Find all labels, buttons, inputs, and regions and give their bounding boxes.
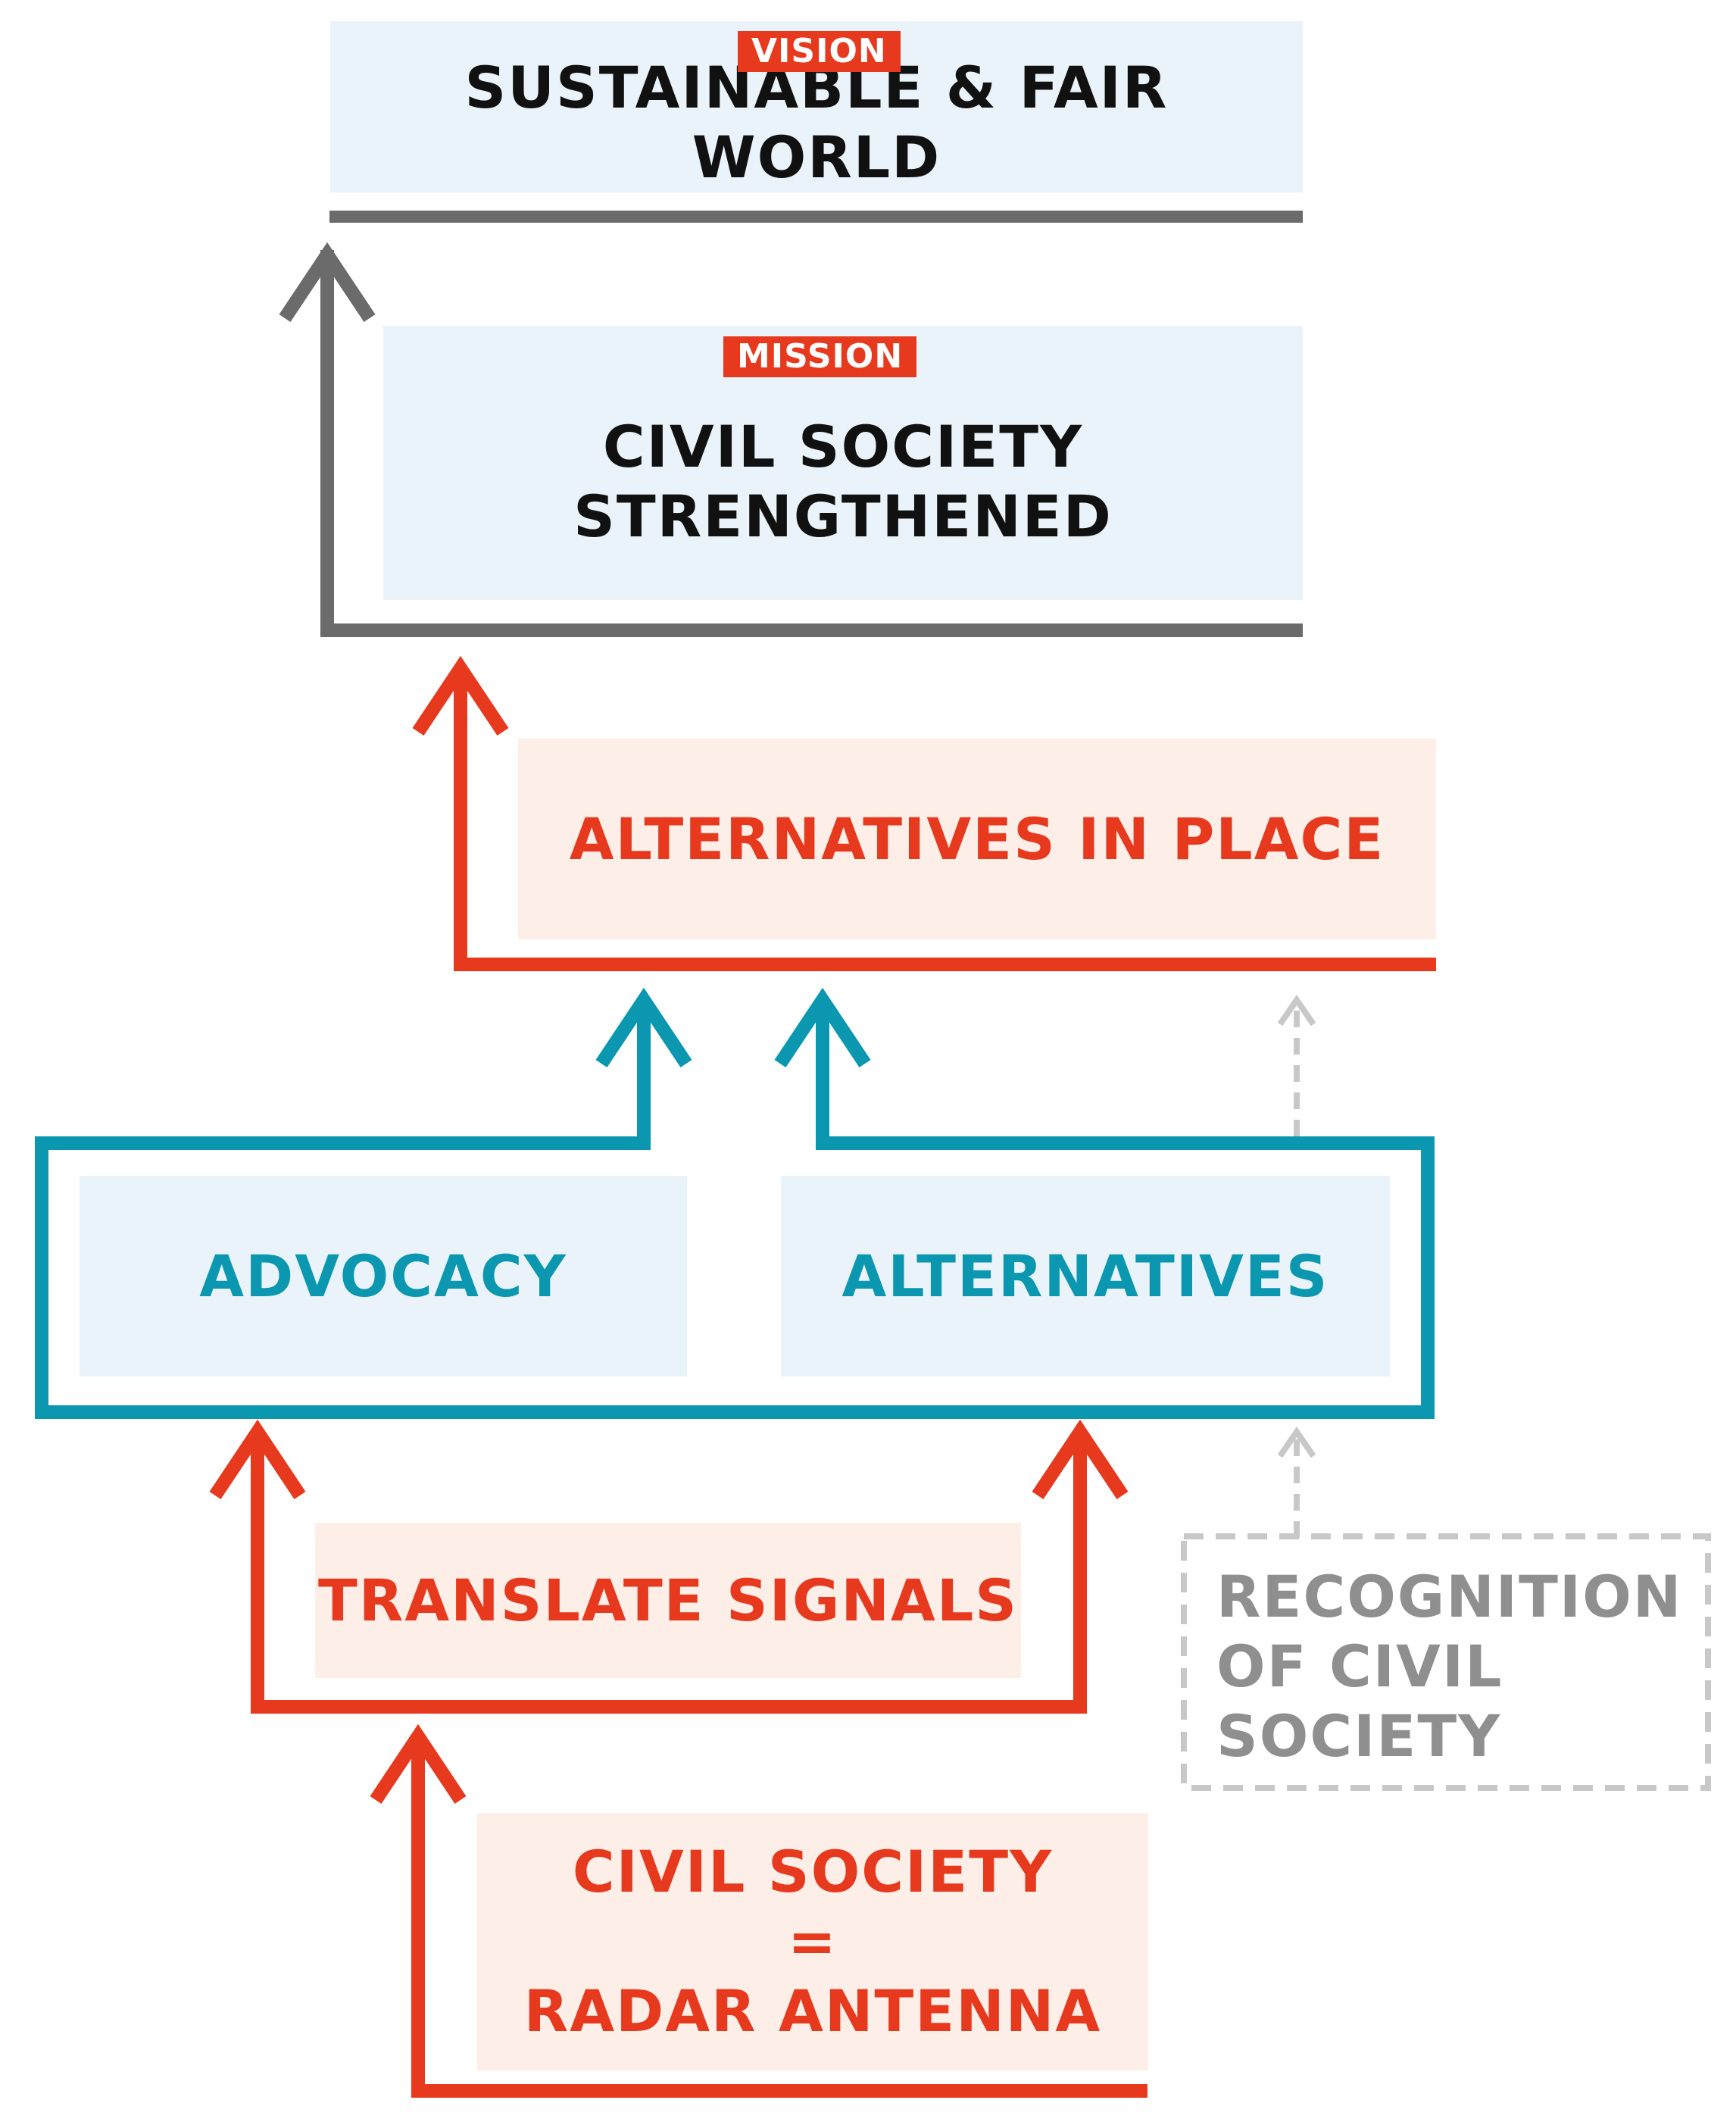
- foundation-line3: RADAR ANTENNA: [523, 1977, 1102, 2045]
- advocacy-label: ADVOCACY: [199, 1242, 567, 1310]
- mission-title-line1: CIVIL SOCIETY: [602, 413, 1084, 480]
- foundation-line1: CIVIL SOCIETY: [572, 1838, 1054, 1905]
- arrow-foundation-to-translate: [411, 1735, 1147, 2098]
- mission-title-line2: STRENGTHENED: [573, 483, 1113, 550]
- recognition-text: RECOGNITION OF CIVIL SOCIETY: [1216, 1562, 1701, 1771]
- arrow-translate-to-strategies: [251, 1430, 1087, 1714]
- recognition-line3: SOCIETY: [1216, 1702, 1502, 1770]
- alternatives-box: ALTERNATIVES: [781, 1176, 1390, 1377]
- recognition-line2: OF CIVIL: [1216, 1633, 1503, 1700]
- mission-badge: MISSION: [723, 336, 917, 377]
- recognition-line1: RECOGNITION: [1216, 1563, 1683, 1630]
- arrowhead-foundation: [370, 1723, 467, 1804]
- vision-title: SUSTAINABLE & FAIR WORLD: [464, 54, 1169, 191]
- outcome-box: ALTERNATIVES IN PLACE: [518, 739, 1436, 939]
- advocacy-box: ADVOCACY: [80, 1176, 687, 1377]
- outcome-title: ALTERNATIVES IN PLACE: [569, 805, 1385, 873]
- foundation-box: CIVIL SOCIETY = RADAR ANTENNA: [477, 1813, 1148, 2070]
- arrowhead-translate-right: [1032, 1419, 1129, 1499]
- dashed-arrowhead-lower: [1277, 1426, 1316, 1458]
- arrow-mission-to-vision: [320, 250, 1303, 637]
- translate-title: TRANSLATE SIGNALS: [317, 1566, 1019, 1634]
- arrowhead-mission-to-vision: [279, 242, 376, 322]
- strategy-frame: [35, 998, 1435, 1419]
- foundation-equals: =: [788, 1908, 838, 1975]
- arrowhead-alternatives: [774, 987, 871, 1067]
- arrow-outcome-to-mission: [454, 667, 1436, 971]
- arrowhead-advocacy: [595, 987, 692, 1067]
- arrowhead-outcome-to-mission: [412, 655, 509, 736]
- vision-badge: VISION: [738, 31, 901, 72]
- translate-box: TRANSLATE SIGNALS: [315, 1523, 1021, 1678]
- dashed-arrowhead-upper: [1277, 994, 1316, 1027]
- recognition-frame: [1181, 1533, 1711, 1791]
- alternatives-label: ALTERNATIVES: [841, 1242, 1329, 1310]
- arrowhead-translate-left: [209, 1419, 306, 1499]
